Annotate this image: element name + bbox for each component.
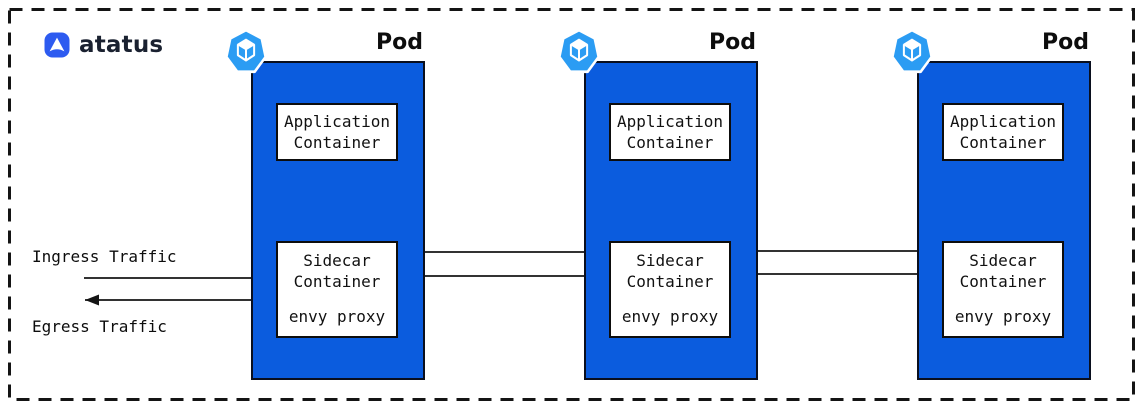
sidecar-container-label: Sidecar Container	[293, 251, 381, 291]
pod-2: Pod Application Container Sidecar Contai…	[558, 27, 758, 380]
sidecar-container-label: Sidecar Container	[959, 251, 1047, 291]
atatus-logo-icon	[44, 32, 70, 58]
application-container-box: Application Container	[609, 103, 731, 161]
application-container-box: Application Container	[942, 103, 1064, 161]
pod-1: Pod Application Container Sidecar Contai…	[225, 27, 425, 380]
envoy-proxy-label: envy proxy	[954, 307, 1052, 326]
sidecar-container-box: Sidecar Container envy proxy	[609, 241, 731, 338]
brand-logo: atatus	[44, 32, 163, 58]
pod-cube-heptagon-icon	[225, 28, 267, 74]
envoy-proxy-label: envy proxy	[621, 307, 719, 326]
pod-3-label: Pod	[1042, 30, 1089, 55]
pod-1-label: Pod	[376, 30, 423, 55]
ingress-traffic-label: Ingress Traffic	[32, 247, 177, 266]
envoy-proxy-label: envy proxy	[288, 307, 386, 326]
pod-3: Pod Application Container Sidecar Contai…	[891, 27, 1091, 380]
pod-cube-heptagon-icon	[558, 28, 600, 74]
brand-name: atatus	[79, 32, 164, 58]
application-container-box: Application Container	[276, 103, 398, 161]
sidecar-container-label: Sidecar Container	[626, 251, 714, 291]
egress-traffic-label: Egress Traffic	[32, 317, 167, 336]
pod-2-label: Pod	[709, 30, 756, 55]
pod-cube-heptagon-icon	[891, 28, 933, 74]
sidecar-container-box: Sidecar Container envy proxy	[276, 241, 398, 338]
sidecar-container-box: Sidecar Container envy proxy	[942, 241, 1064, 338]
